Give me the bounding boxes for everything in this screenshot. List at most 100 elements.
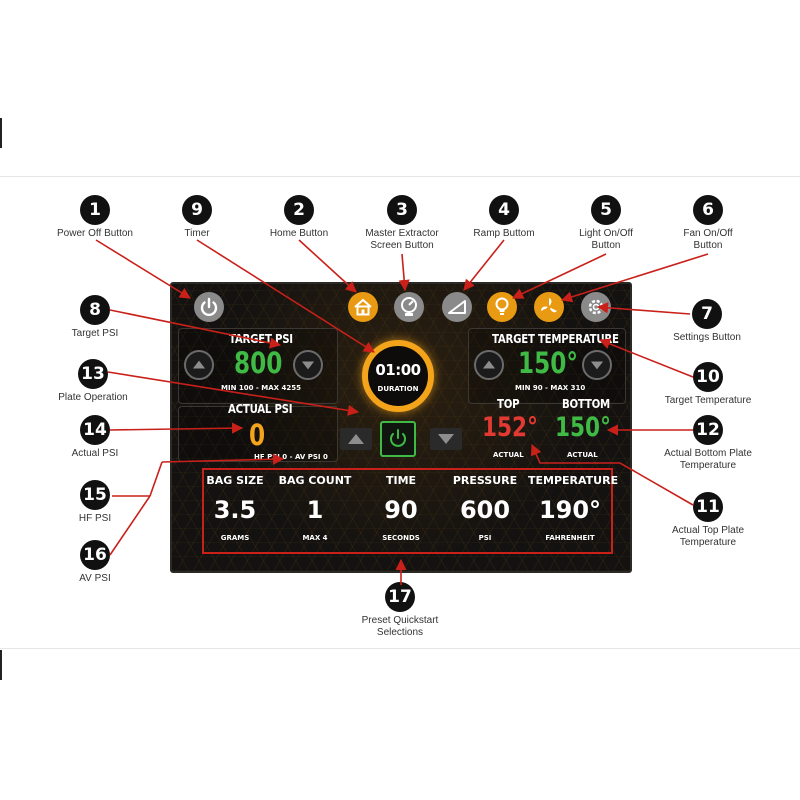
- preset-quickstart-panel: BAG SIZE 3.5 GRAMS BAG COUNT 1 MAX 4 TIM…: [202, 468, 619, 554]
- triangle-down-icon: [438, 434, 454, 444]
- triangle-up-icon: [482, 360, 496, 369]
- callout-number: 8: [80, 295, 110, 325]
- preset-header: PRESSURE: [452, 474, 518, 487]
- callout-number: 11: [693, 492, 723, 522]
- callout-label: Ramp Buttom: [473, 228, 535, 239]
- callout-label: Timer: [184, 228, 210, 239]
- target-temperature-range: MIN 90 - MAX 310: [515, 384, 586, 392]
- target-temperature-decrease-button[interactable]: [582, 350, 612, 380]
- callout-master-extractor: 3 Master Extractor Screen Button: [342, 195, 462, 252]
- fan-button[interactable]: [534, 292, 564, 322]
- preset-value: 90: [384, 496, 418, 524]
- preset-time[interactable]: TIME 90 SECONDS: [366, 470, 436, 552]
- callout-label: HF PSI: [78, 513, 112, 524]
- target-temperature-value: 150°: [518, 346, 579, 380]
- plate-up-button[interactable]: [340, 428, 372, 450]
- callout-timer: 9 Timer: [137, 195, 257, 240]
- lightbulb-icon: [495, 297, 509, 315]
- ramp-button[interactable]: [442, 292, 472, 322]
- callout-number: 4: [489, 195, 519, 225]
- left-edge-mark-top: [0, 118, 2, 148]
- callout-number: 16: [80, 540, 110, 570]
- callout-light: 5 Light On/Off Button: [546, 195, 666, 252]
- callout-label: Preset Quickstart Selections: [361, 615, 439, 638]
- power-icon: [200, 297, 218, 317]
- triangle-down-icon: [301, 361, 315, 370]
- target-psi-decrease-button[interactable]: [293, 350, 323, 380]
- left-edge-mark-bottom: [0, 650, 2, 680]
- callout-number: 2: [284, 195, 314, 225]
- preset-value: 3.5: [213, 496, 257, 524]
- preset-value: 600: [459, 496, 511, 524]
- callout-label: Actual PSI: [71, 448, 119, 459]
- preset-bag-count[interactable]: BAG COUNT 1 MAX 4: [274, 470, 356, 552]
- preset-bag-size[interactable]: BAG SIZE 3.5 GRAMS: [204, 470, 266, 552]
- plate-down-button[interactable]: [430, 428, 462, 450]
- gear-icon: [588, 299, 604, 315]
- preset-unit: SECONDS: [382, 534, 420, 542]
- target-psi-range: MIN 100 - MAX 4255: [221, 384, 301, 392]
- bottom-divider: [0, 648, 800, 649]
- preset-pressure[interactable]: PRESSURE 600 PSI: [444, 470, 526, 552]
- actual-psi-value: 0: [249, 418, 266, 452]
- target-temperature-increase-button[interactable]: [474, 350, 504, 380]
- callout-hf-psi: 15 HF PSI: [50, 480, 140, 525]
- light-button[interactable]: [487, 292, 517, 322]
- callout-target-psi: 8 Target PSI: [50, 295, 140, 340]
- power-off-button[interactable]: [194, 292, 224, 322]
- callout-bottom-plate: 12 Actual Bottom Plate Temperature: [648, 415, 768, 472]
- master-extractor-screen-button[interactable]: [394, 292, 424, 322]
- callout-label: Light On/Off Button: [579, 228, 633, 251]
- preset-temperature[interactable]: TEMPERATURE 190° FAHRENHEIT: [528, 470, 619, 552]
- preset-value: 190°: [538, 496, 602, 524]
- callout-av-psi: 16 AV PSI: [50, 540, 140, 585]
- timer-label: DURATION: [377, 385, 419, 393]
- timer[interactable]: 01:00 DURATION: [362, 340, 434, 412]
- callout-number: 9: [182, 195, 212, 225]
- top-plate-label: ACTUAL: [493, 451, 524, 459]
- ramp-icon: [448, 300, 466, 314]
- callout-label: Target Temperature: [664, 395, 752, 406]
- callout-fan: 6 Fan On/Off Button: [648, 195, 768, 252]
- timer-time: 01:00: [375, 361, 421, 379]
- home-button[interactable]: [348, 292, 378, 322]
- target-psi-value: 800: [234, 346, 283, 380]
- bottom-plate-temperature: 150°: [555, 412, 611, 443]
- callout-label: Plate Operation: [58, 392, 128, 403]
- preset-unit: FAHRENHEIT: [545, 534, 595, 542]
- arrow-hf-psi-joint: [149, 461, 163, 497]
- bottom-plate-label: ACTUAL: [567, 451, 598, 459]
- triangle-up-icon: [192, 360, 206, 369]
- callout-number: 12: [693, 415, 723, 445]
- target-psi-title: TARGET PSI: [229, 332, 293, 346]
- callout-label: Power Off Button: [57, 228, 133, 239]
- preset-unit: PSI: [478, 534, 492, 542]
- callout-number: 5: [591, 195, 621, 225]
- top-plate-temperature: 152°: [482, 412, 538, 443]
- callout-number: 7: [692, 299, 722, 329]
- callout-target-temperature: 10 Target Temperature: [648, 362, 768, 407]
- callout-ramp: 4 Ramp Buttom: [444, 195, 564, 240]
- callout-home: 2 Home Button: [239, 195, 359, 240]
- preset-unit: MAX 4: [302, 534, 328, 542]
- callout-number: 6: [693, 195, 723, 225]
- power-icon: [390, 429, 406, 447]
- actual-psi-title: ACTUAL PSI: [228, 402, 293, 416]
- settings-button[interactable]: [581, 292, 611, 322]
- home-icon: [354, 298, 372, 316]
- target-psi-increase-button[interactable]: [184, 350, 214, 380]
- preset-header: BAG SIZE: [206, 474, 264, 487]
- preset-header: BAG COUNT: [278, 474, 352, 487]
- plate-operation-button[interactable]: [380, 421, 416, 457]
- preset-header: TEMPERATURE: [528, 474, 619, 487]
- triangle-up-icon: [348, 434, 364, 444]
- callout-number: 3: [387, 195, 417, 225]
- callout-label: AV PSI: [79, 573, 111, 584]
- callout-label: Fan On/Off Button: [683, 228, 733, 251]
- callout-top-plate: 11 Actual Top Plate Temperature: [648, 492, 768, 549]
- callout-presets: 17 Preset Quickstart Selections: [340, 582, 460, 639]
- callout-label: Actual Bottom Plate Temperature: [664, 448, 752, 471]
- callout-actual-psi: 14 Actual PSI: [50, 415, 140, 460]
- top-divider: [0, 176, 800, 177]
- gauge-icon: [401, 297, 417, 316]
